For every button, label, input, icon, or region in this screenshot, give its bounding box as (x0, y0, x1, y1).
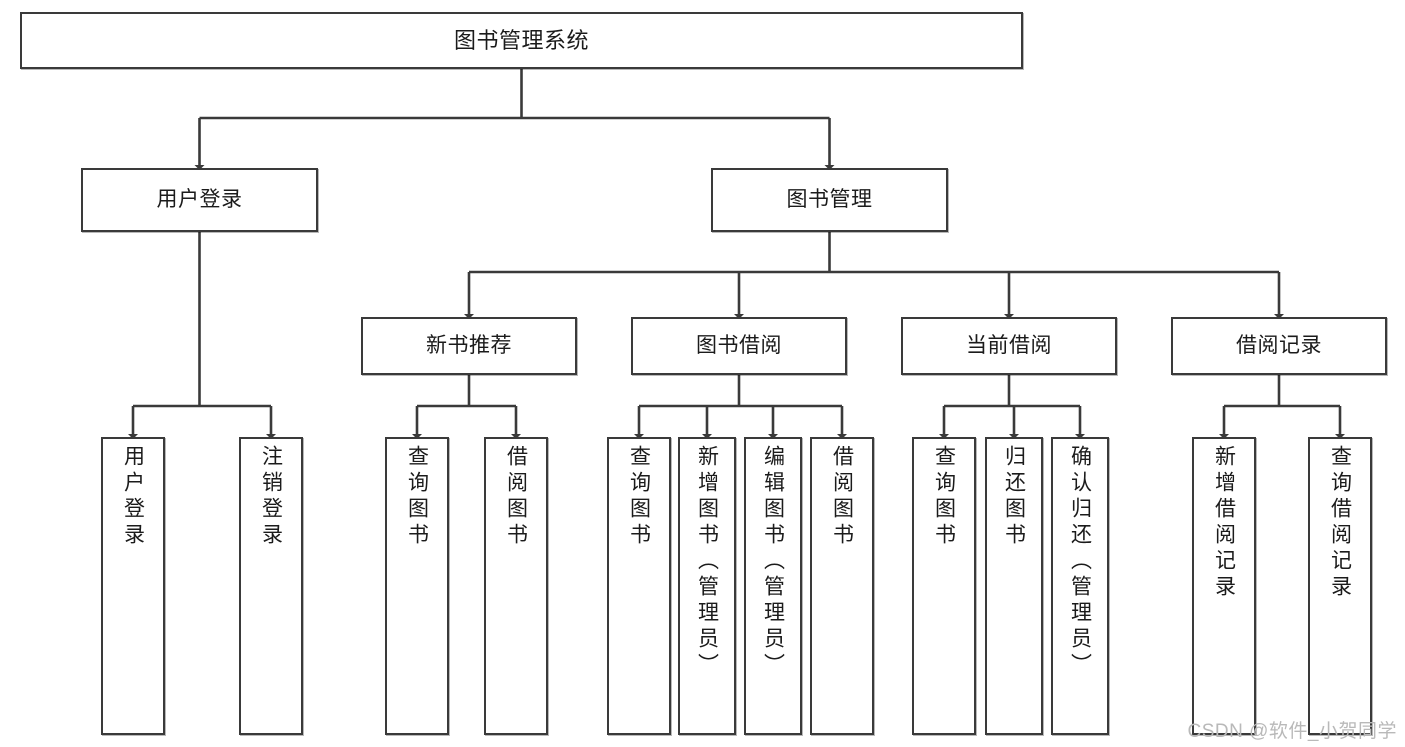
node-label-leaf-return-book: 归还图书 (1002, 445, 1026, 549)
node-label-leaf-add-book-admin: 新增图书（管理员） (695, 445, 719, 679)
node-leaf-query-book-recommend[interactable]: 查询图书 (385, 437, 449, 735)
node-book-borrow[interactable]: 图书借阅 (631, 317, 847, 375)
node-current-borrow[interactable]: 当前借阅 (901, 317, 1117, 375)
node-leaf-query-book-borrow[interactable]: 查询图书 (607, 437, 671, 735)
node-label-leaf-query-borrow-record: 查询借阅记录 (1328, 445, 1352, 601)
node-label-current-borrow: 当前借阅 (966, 333, 1052, 357)
node-label-leaf-logout: 注销登录 (259, 445, 283, 549)
node-book-management[interactable]: 图书管理 (711, 168, 948, 232)
node-label-leaf-confirm-return-admin: 确认归还（管理员） (1068, 445, 1092, 679)
node-leaf-add-borrow-record[interactable]: 新增借阅记录 (1192, 437, 1256, 735)
node-new-book-recommend[interactable]: 新书推荐 (361, 317, 577, 375)
node-label-leaf-borrow-book: 借阅图书 (830, 445, 854, 549)
node-user-login[interactable]: 用户登录 (81, 168, 318, 232)
node-leaf-borrow-book-recommend[interactable]: 借阅图书 (484, 437, 548, 735)
node-label-leaf-borrow-book-recommend: 借阅图书 (504, 445, 528, 549)
node-leaf-user-login[interactable]: 用户登录 (101, 437, 165, 735)
node-leaf-confirm-return-admin[interactable]: 确认归还（管理员） (1051, 437, 1109, 735)
node-label-leaf-edit-book-admin: 编辑图书（管理员） (761, 445, 785, 679)
node-root[interactable]: 图书管理系统 (20, 12, 1023, 69)
node-leaf-query-borrow-record[interactable]: 查询借阅记录 (1308, 437, 1372, 735)
node-label-user-login: 用户登录 (156, 187, 243, 211)
node-leaf-borrow-book[interactable]: 借阅图书 (810, 437, 874, 735)
watermark-text: CSDN @软件_小贺同学 (1187, 721, 1397, 742)
node-label-leaf-add-borrow-record: 新增借阅记录 (1212, 445, 1236, 601)
node-label-leaf-query-book-recommend: 查询图书 (405, 445, 429, 549)
node-leaf-query-book-current[interactable]: 查询图书 (912, 437, 976, 735)
node-leaf-return-book[interactable]: 归还图书 (985, 437, 1043, 735)
node-label-root: 图书管理系统 (453, 27, 589, 53)
node-label-book-borrow: 图书借阅 (696, 333, 782, 357)
node-label-new-book-recommend: 新书推荐 (426, 333, 512, 357)
node-label-leaf-query-book-borrow: 查询图书 (627, 445, 651, 549)
node-borrow-records[interactable]: 借阅记录 (1171, 317, 1387, 375)
node-label-borrow-records: 借阅记录 (1236, 333, 1322, 357)
node-label-leaf-user-login: 用户登录 (121, 445, 145, 549)
node-label-leaf-query-book-current: 查询图书 (932, 445, 956, 549)
node-leaf-add-book-admin[interactable]: 新增图书（管理员） (678, 437, 736, 735)
node-label-book-management: 图书管理 (786, 187, 873, 211)
node-leaf-edit-book-admin[interactable]: 编辑图书（管理员） (744, 437, 802, 735)
node-leaf-logout[interactable]: 注销登录 (239, 437, 303, 735)
